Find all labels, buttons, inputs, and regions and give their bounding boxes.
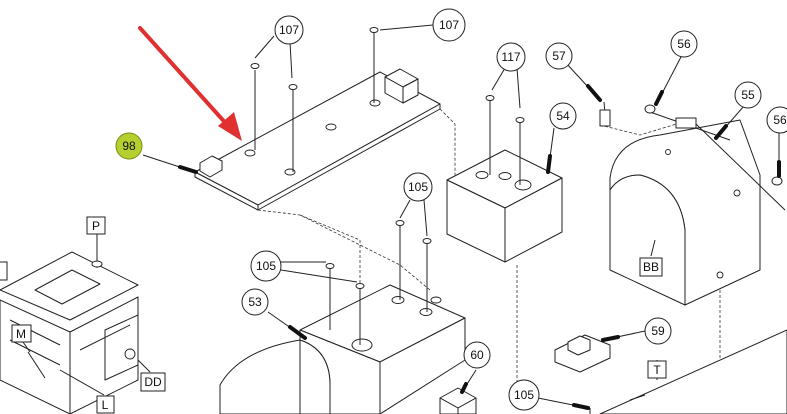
connector-60 (439, 387, 477, 414)
label-box-t[interactable]: T (647, 360, 667, 379)
board-plate (194, 68, 441, 211)
callout-105-b-label: 105 (256, 259, 276, 273)
callout-107-a[interactable]: 107 (274, 15, 304, 45)
callout-98[interactable]: 98 (115, 132, 143, 160)
red-arrow (138, 26, 242, 141)
callout-56-b[interactable]: 56 (766, 106, 787, 134)
callout-105-c[interactable]: 105 (508, 379, 540, 411)
label-box-m[interactable]: M (11, 324, 32, 343)
label-box-t-text: T (653, 363, 661, 377)
callout-57-label: 57 (552, 49, 566, 63)
label-box-bb-text: BB (643, 260, 659, 274)
callout-107-a-label: 107 (279, 23, 299, 37)
leader-lines (22, 24, 781, 410)
callout-54[interactable]: 54 (549, 102, 577, 130)
callout-105-a-label: 105 (408, 180, 428, 194)
callout-53-label: 53 (248, 295, 262, 309)
callout-55-label: 55 (741, 88, 755, 102)
callout-56-a[interactable]: 56 (670, 30, 698, 58)
label-box-partial (0, 261, 8, 281)
clip-59 (554, 334, 611, 373)
callout-56-b-label: 56 (773, 113, 787, 127)
callout-105-b[interactable]: 105 (250, 250, 282, 282)
motor-53 (219, 220, 466, 414)
arch-cover (609, 119, 761, 306)
callout-60-label: 60 (470, 348, 484, 362)
callout-105-c-label: 105 (514, 388, 534, 402)
label-box-bb[interactable]: BB (639, 257, 663, 277)
pin-57 (599, 101, 611, 127)
label-box-dd-text: DD (144, 375, 162, 389)
guide-lines (257, 108, 721, 400)
board-screws (250, 27, 379, 172)
label-box-dd[interactable]: DD (140, 372, 166, 392)
shaft-assembly (644, 104, 786, 211)
label-box-p-text: P (92, 219, 100, 233)
callout-107-b[interactable]: 107 (432, 8, 466, 42)
callout-53[interactable]: 53 (241, 288, 269, 316)
label-box-l-text: L (102, 398, 109, 412)
label-box-l[interactable]: L (96, 395, 115, 414)
callout-107-b-label: 107 (439, 18, 459, 32)
callout-56-a-label: 56 (677, 37, 691, 51)
callout-98-label: 98 (122, 139, 136, 153)
label-box-m-text: M (16, 327, 26, 341)
block-54 (446, 95, 563, 263)
callout-117-label: 117 (501, 50, 520, 64)
callout-55[interactable]: 55 (734, 81, 762, 109)
callout-59[interactable]: 59 (644, 317, 672, 345)
callout-60[interactable]: 60 (463, 341, 491, 369)
callout-105-a[interactable]: 105 (403, 172, 433, 202)
callout-54-label: 54 (556, 109, 570, 123)
callout-59-label: 59 (651, 324, 665, 338)
plate-bottom-right (589, 329, 787, 414)
callout-57[interactable]: 57 (545, 42, 573, 70)
callout-117[interactable]: 117 (496, 42, 526, 72)
label-box-p[interactable]: P (86, 216, 106, 235)
